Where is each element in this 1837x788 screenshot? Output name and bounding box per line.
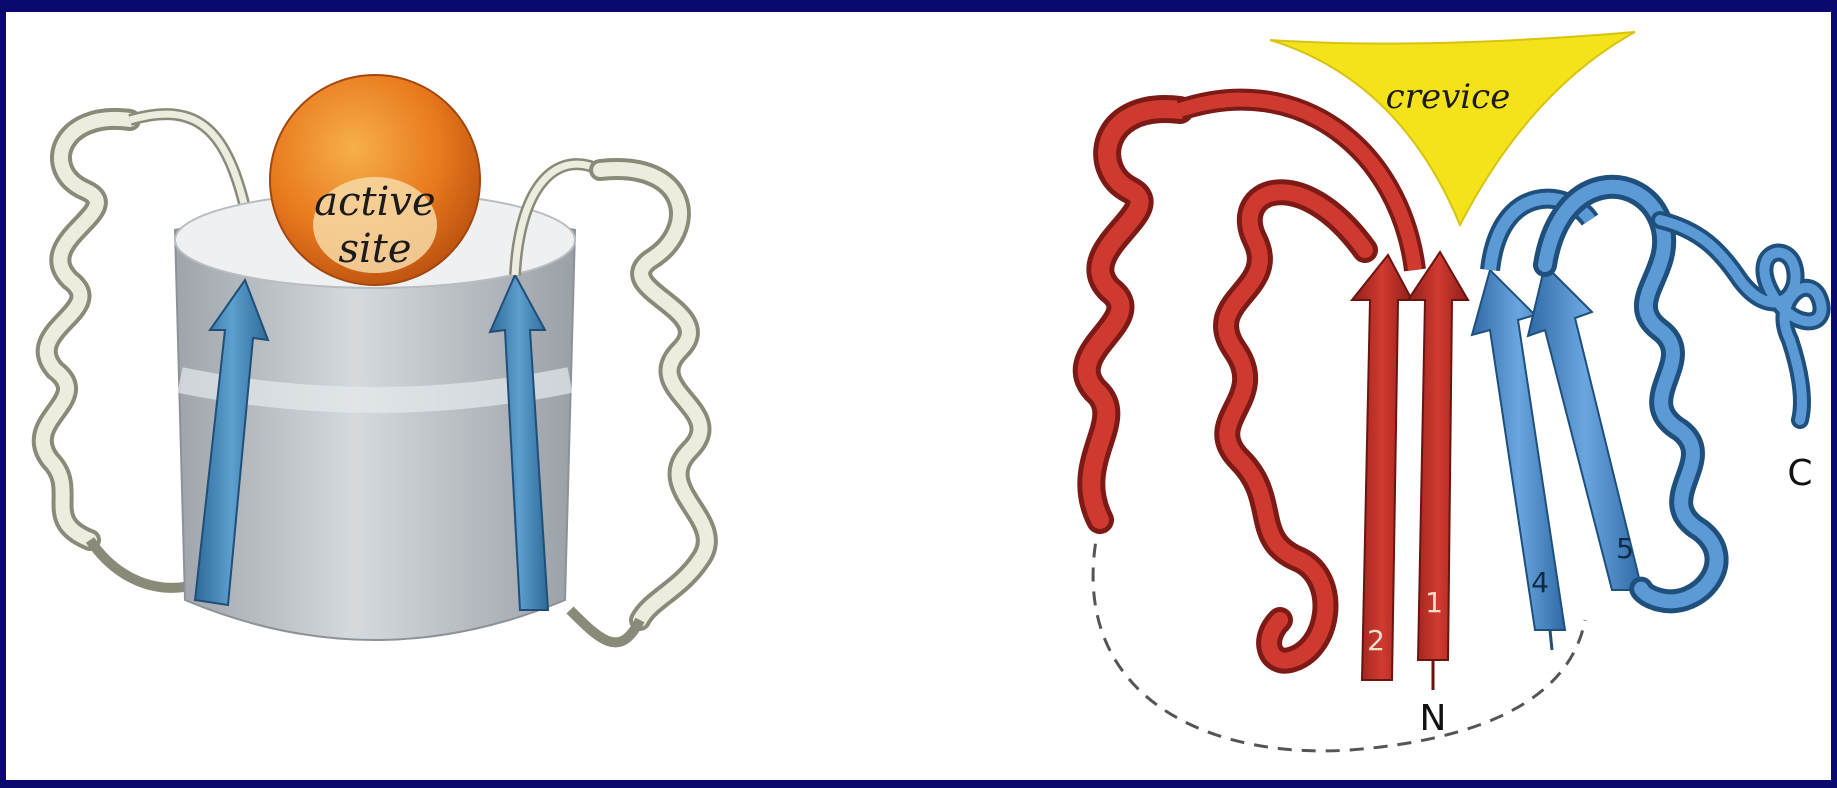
strand-label-2: 2 (1367, 624, 1385, 657)
crevice-label: crevice (1386, 77, 1511, 117)
strand-label-5: 5 (1616, 532, 1634, 565)
active-site-label-line1: active (314, 179, 435, 225)
c-terminus-label: C (1787, 453, 1812, 494)
strand-label-1: 1 (1425, 586, 1443, 619)
strand-label-4: 4 (1531, 566, 1549, 599)
active-site-label-line2: site (338, 226, 411, 272)
n-terminus-label: N (1420, 698, 1447, 739)
